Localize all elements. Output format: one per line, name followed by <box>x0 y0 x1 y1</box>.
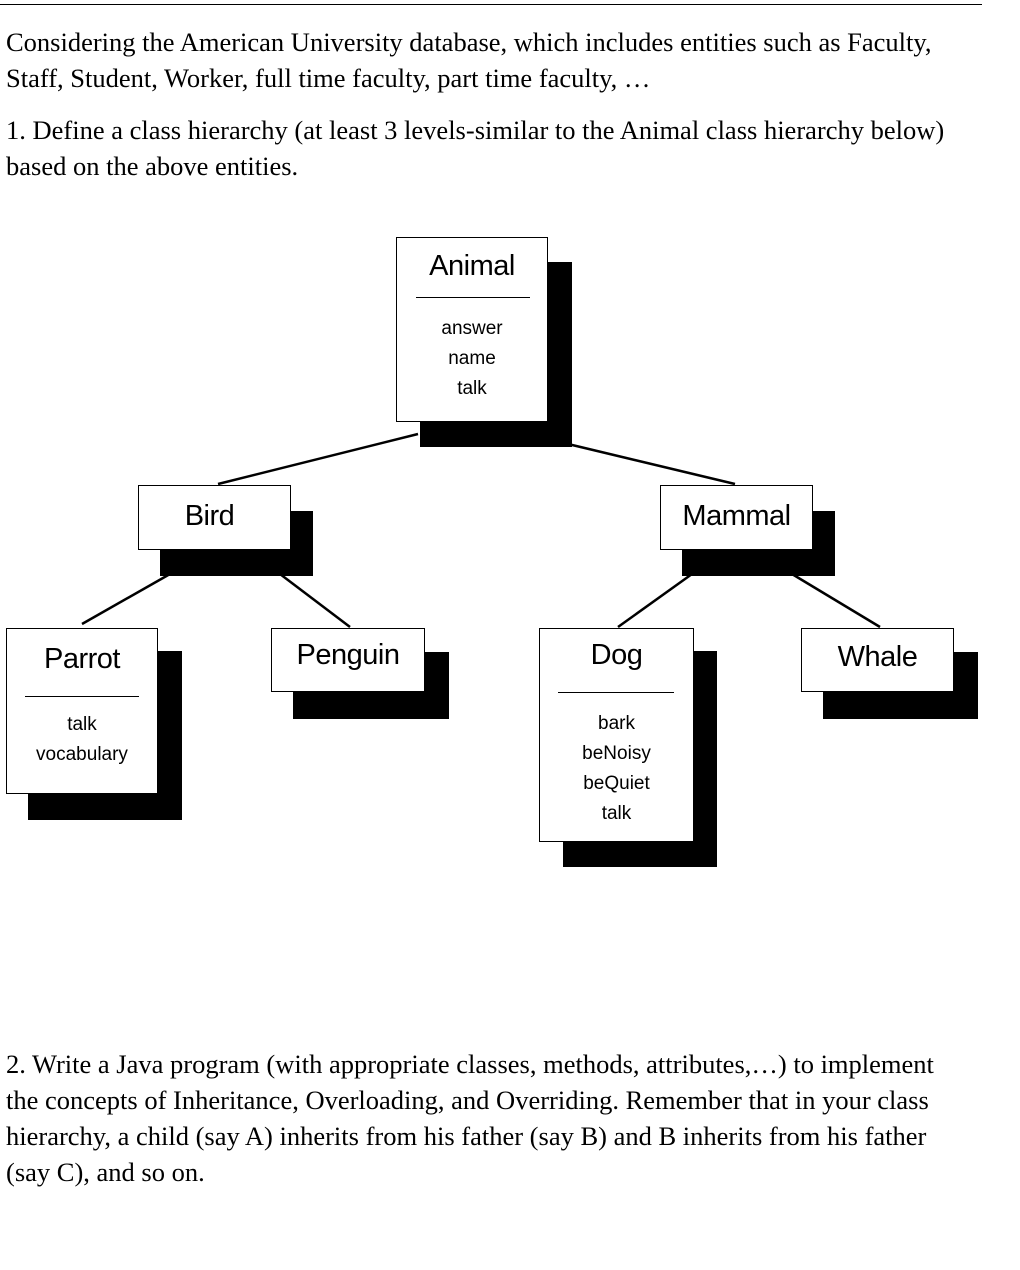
member-benoisy: beNoisy <box>582 743 651 764</box>
member-bequiet: beQuiet <box>583 773 650 794</box>
class-parrot: Parrot talk vocabulary <box>6 628 182 820</box>
class-name-penguin: Penguin <box>296 639 400 671</box>
class-hierarchy-diagram: Animal answer name talk Bird Mammal Parr… <box>0 200 1020 900</box>
question-1: 1. Define a class hierarchy (at least 3 … <box>6 115 945 181</box>
class-members-animal: answer name talk <box>397 314 547 404</box>
class-dog: Dog bark beNoisy beQuiet talk <box>539 628 717 867</box>
class-name-dog: Dog <box>590 639 643 671</box>
class-name-whale: Whale <box>837 641 918 673</box>
top-divider <box>0 4 982 5</box>
class-animal: Animal answer name talk <box>396 237 574 447</box>
class-mammal: Mammal <box>660 485 835 576</box>
member-talk: talk <box>67 714 97 735</box>
member-name: name <box>448 348 496 369</box>
class-members-dog: bark beNoisy beQuiet talk <box>540 709 693 829</box>
intro-paragraph: Considering the American University data… <box>6 27 932 93</box>
connector-mammal-dog <box>617 572 693 629</box>
connector-bird-parrot <box>81 572 171 626</box>
member-talk: talk <box>457 378 487 399</box>
class-whale: Whale <box>801 628 978 719</box>
class-name-mammal: Mammal <box>682 500 791 532</box>
class-name-bird: Bird <box>184 500 235 532</box>
class-penguin: Penguin <box>271 628 449 719</box>
class-name-animal: Animal <box>429 250 515 282</box>
member-answer: answer <box>441 318 503 339</box>
class-name-parrot: Parrot <box>44 643 120 675</box>
question-2: 2. Write a Java program (with appropriat… <box>6 1049 934 1187</box>
member-vocabulary: vocabulary <box>36 744 128 765</box>
connector-animal-bird <box>217 432 419 486</box>
class-bird: Bird <box>138 485 313 576</box>
member-talk: talk <box>601 803 632 824</box>
hierarchy-connectors <box>81 432 881 629</box>
connector-mammal-whale <box>791 572 881 629</box>
connector-animal-mammal <box>567 442 736 486</box>
connector-bird-penguin <box>279 573 351 628</box>
class-members-parrot: talk vocabulary <box>7 710 157 770</box>
member-bark: bark <box>598 713 635 734</box>
